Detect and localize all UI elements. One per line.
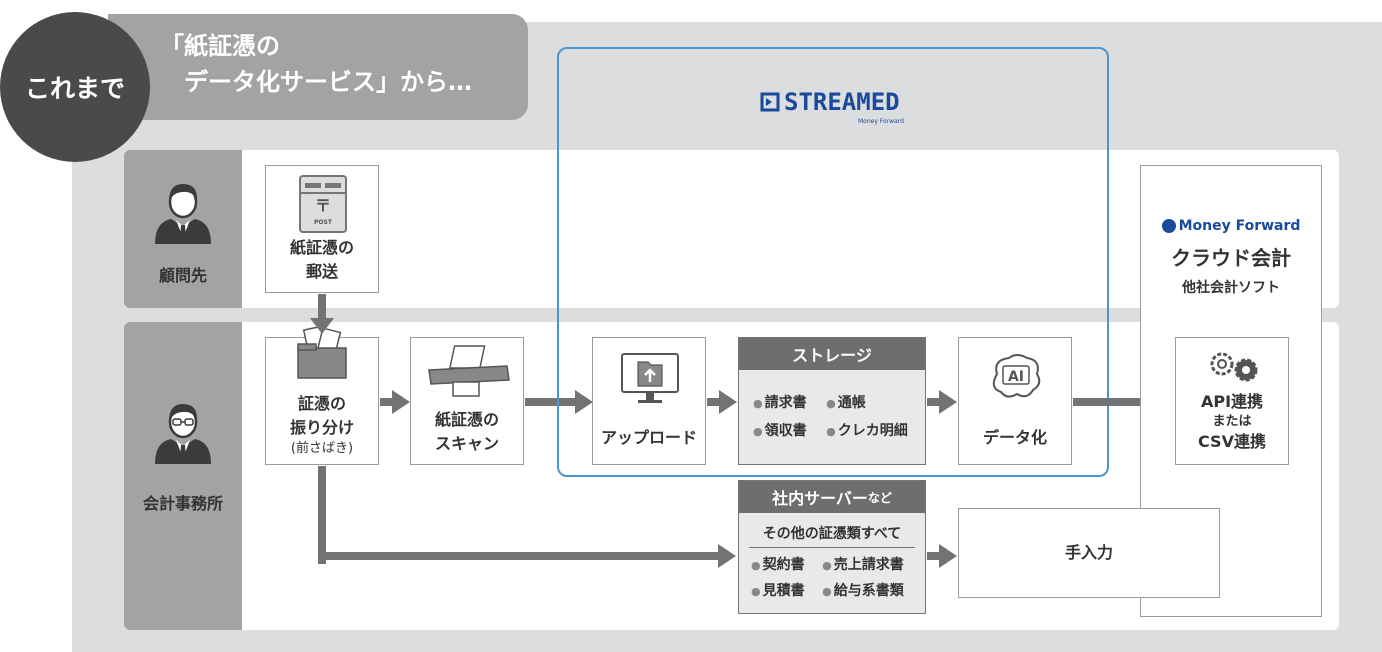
sort-card: 証憑の 振り分け (前さばき) bbox=[265, 337, 379, 465]
arrow-scan-to-upload bbox=[525, 390, 593, 414]
arrow-storage-to-digitize bbox=[927, 390, 957, 414]
upload-monitor-icon bbox=[620, 352, 680, 415]
mail-card: 〒 POST 紙証憑の 郵送 bbox=[265, 165, 379, 293]
title-text: 「紙証憑の データ化サービス」から… bbox=[160, 32, 472, 96]
businessman-icon bbox=[149, 176, 217, 244]
money-forward-logo-icon bbox=[1161, 219, 1176, 233]
api-line2: または bbox=[1212, 414, 1252, 429]
server-item: 契約書 bbox=[751, 554, 817, 574]
gears-icon bbox=[1206, 346, 1262, 391]
accounting-other: 他社会計ソフト bbox=[1182, 280, 1280, 296]
upload-label: アップロード bbox=[600, 428, 697, 447]
storage-item: 通帳 bbox=[826, 395, 866, 411]
storage-card: ストレージ 請求書 通帳 領収書 クレカ明細 bbox=[738, 337, 926, 465]
folder-documents-icon bbox=[292, 325, 352, 382]
money-forward-logo: Money Forward bbox=[1150, 218, 1312, 234]
arrow-sort-to-scan bbox=[380, 390, 410, 414]
api-line1: API連携 bbox=[1200, 392, 1264, 411]
streamed-logo-icon bbox=[760, 92, 780, 112]
server-subtitle: その他の証憑類すべて bbox=[749, 523, 915, 548]
svg-text:AI: AI bbox=[1008, 369, 1024, 385]
sort-label: 証憑の 振り分け bbox=[289, 394, 354, 437]
arrow-mail-to-sort bbox=[310, 294, 334, 334]
mail-label: 紙証憑の 郵送 bbox=[289, 238, 354, 281]
client-label: 顧問先 bbox=[158, 266, 207, 285]
storage-item: 請求書 bbox=[753, 392, 821, 412]
post-box-icon: 〒 POST bbox=[298, 174, 348, 241]
connector-sort-down bbox=[318, 466, 326, 564]
scan-label: 紙証憑の スキャン bbox=[434, 410, 499, 453]
manual-label: 手入力 bbox=[1064, 543, 1113, 562]
office-label-column bbox=[124, 322, 242, 630]
streamed-frame bbox=[557, 47, 1109, 477]
accounting-product: クラウド会計 bbox=[1171, 246, 1291, 270]
streamed-logo: STREAMED Money Forward bbox=[760, 88, 940, 128]
scanner-icon bbox=[425, 344, 511, 405]
api-line3: CSV連携 bbox=[1198, 432, 1266, 451]
businessman-glasses-icon bbox=[149, 396, 217, 464]
digitize-label: データ化 bbox=[982, 428, 1047, 447]
server-title: 社内サーバーなど bbox=[739, 481, 925, 513]
scan-card: 紙証憑の スキャン bbox=[410, 337, 524, 465]
ai-brain-icon: AI bbox=[987, 352, 1045, 409]
server-item: 給与系書類 bbox=[822, 583, 904, 599]
svg-text:POST: POST bbox=[314, 219, 333, 226]
arrow-server-to-manual bbox=[927, 544, 957, 568]
svg-text:〒: 〒 bbox=[315, 196, 331, 215]
arrow-sort-to-server bbox=[318, 544, 738, 568]
server-item: 売上請求書 bbox=[822, 557, 904, 573]
upload-card: アップロード bbox=[592, 337, 706, 465]
storage-item: クレカ明細 bbox=[826, 423, 908, 439]
office-label: 会計事務所 bbox=[142, 494, 223, 513]
api-card: API連携 または CSV連携 bbox=[1175, 337, 1289, 465]
digitize-card: AI データ化 bbox=[958, 337, 1072, 465]
title-banner bbox=[108, 14, 528, 120]
badge-koremade: これまで bbox=[0, 12, 150, 162]
sort-note: (前さばき) bbox=[290, 441, 354, 456]
arrow-upload-to-storage bbox=[707, 390, 737, 414]
storage-item: 領収書 bbox=[753, 420, 821, 440]
storage-title: ストレージ bbox=[739, 338, 925, 370]
server-item: 見積書 bbox=[751, 580, 817, 600]
manual-card: 手入力 bbox=[958, 508, 1220, 598]
